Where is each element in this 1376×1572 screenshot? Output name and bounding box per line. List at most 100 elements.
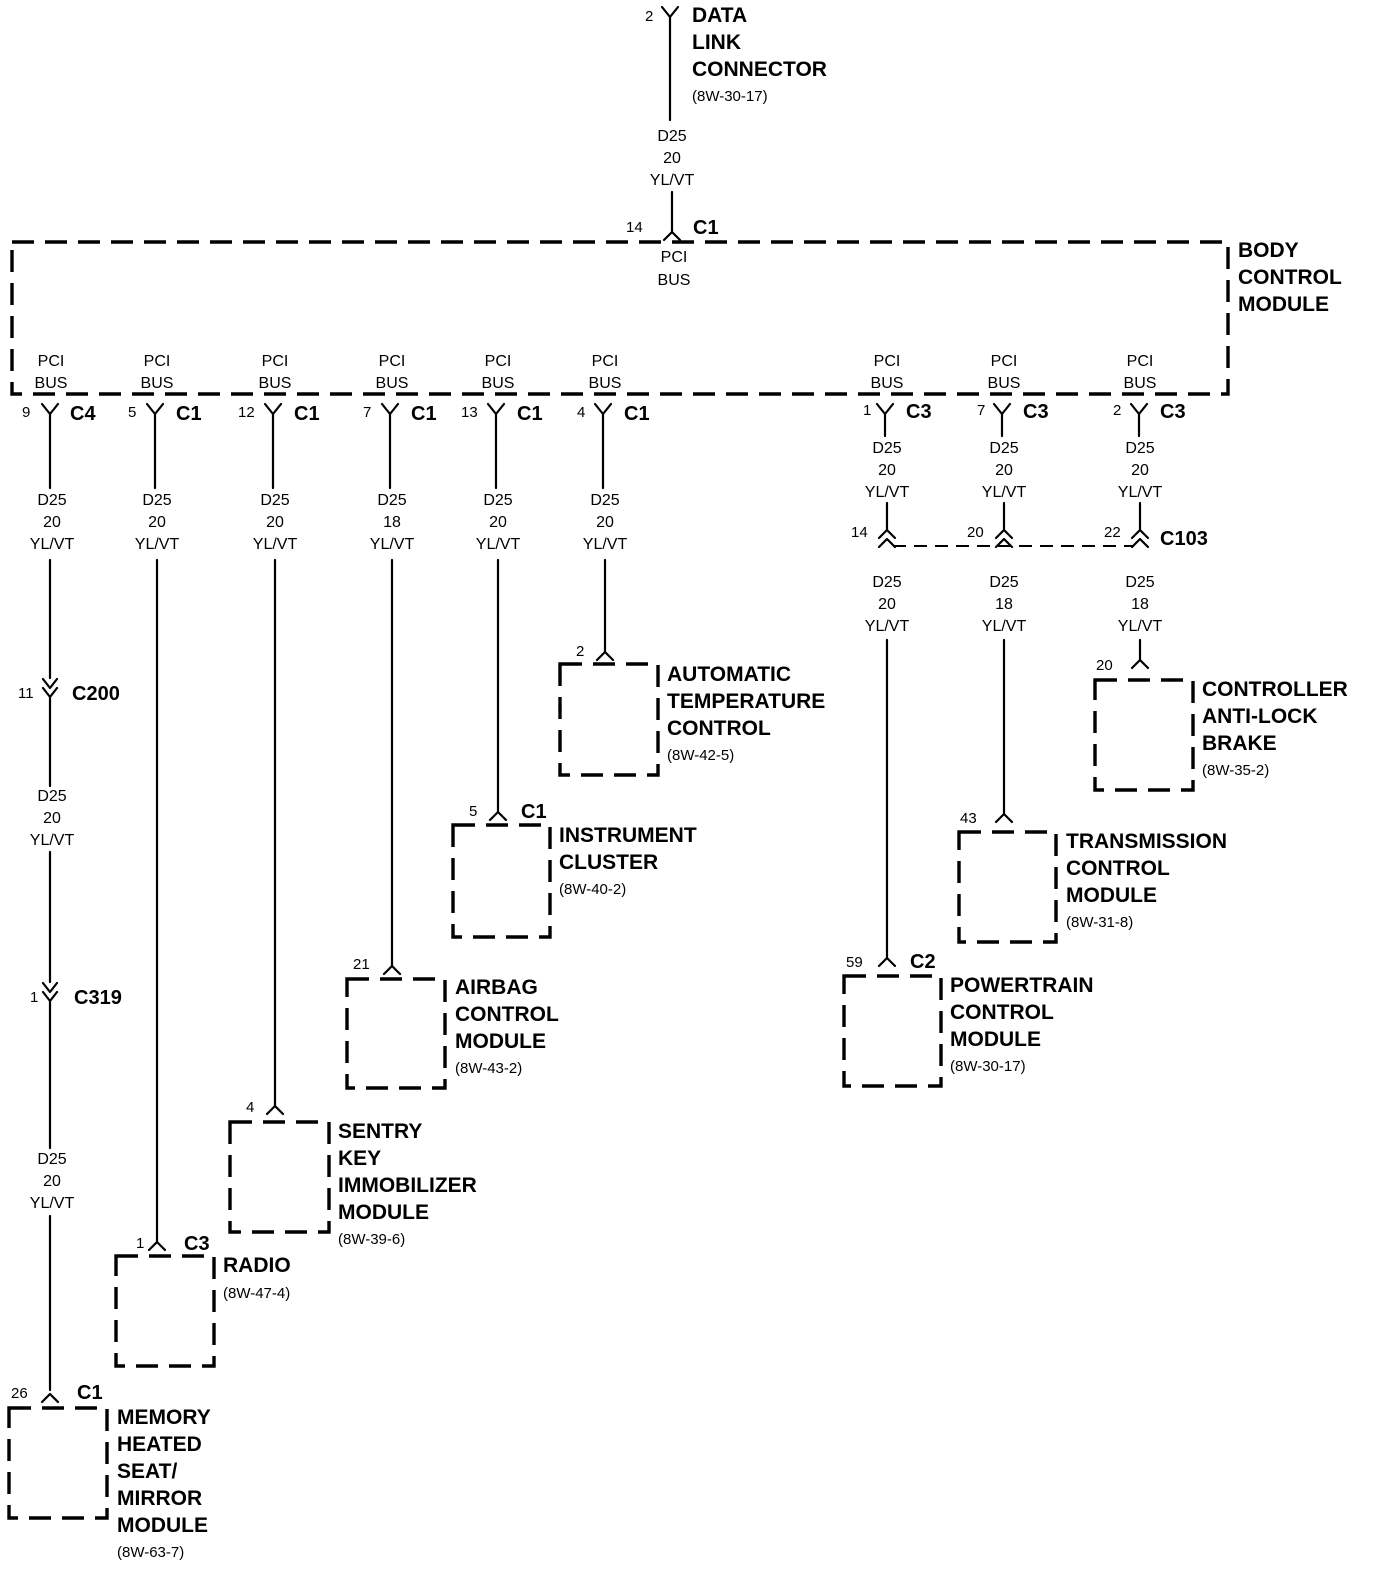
module-airbag-control: 21 AIRBAG CONTROL MODULE (8W-43-2) <box>345 956 559 1090</box>
wire-gauge: 20 <box>266 514 284 531</box>
connector-symbol <box>486 402 506 490</box>
bus-label-bus: BUS <box>376 375 409 392</box>
wire <box>994 638 1014 824</box>
wire-color: YL/VT <box>865 484 910 501</box>
connector-symbol <box>1129 402 1149 438</box>
wire-circuit: D25 <box>37 1151 66 1168</box>
wire-color: YL/VT <box>1118 484 1163 501</box>
wire-circuit: D25 <box>1125 440 1154 457</box>
wire-color: YL/VT <box>30 536 75 553</box>
connector-symbol <box>40 402 60 490</box>
module-pin: 1 <box>136 1235 144 1252</box>
module-controller-anti-lock-brake: 20 CONTROLLER ANTI-LOCK BRAKE (8W-35-2) <box>1093 657 1348 792</box>
wire-gauge: 18 <box>995 596 1013 613</box>
module-name-line-3: CONTROL <box>667 717 771 740</box>
bcm-output-c1-12: 12 C1 <box>238 402 320 490</box>
bcm-top-bus-label-1: PCI <box>661 249 688 266</box>
wire-circuit: D25 <box>989 440 1018 457</box>
bcm-output-c3-7: 7 C3 <box>977 401 1049 438</box>
wire-circuit: D25 <box>872 440 901 457</box>
c319-pin: 1 <box>30 989 38 1006</box>
dlc-name-line-3: CONNECTOR <box>692 58 827 81</box>
module-pin: 26 <box>11 1385 28 1402</box>
module-name-line-2: ANTI-LOCK <box>1202 705 1317 728</box>
module-ref: (8W-35-2) <box>1202 762 1269 779</box>
module-name-line-3: MODULE <box>1066 884 1157 907</box>
c103-name: C103 <box>1160 528 1208 550</box>
bcm-top-connector: C1 <box>693 217 719 239</box>
module-name-line-3: IMMOBILIZER <box>338 1174 477 1197</box>
module-outline <box>1093 678 1195 792</box>
wire-circuit: D25 <box>483 492 512 509</box>
connector-name: C3 <box>1160 401 1186 423</box>
module-name-line-1: CONTROLLER <box>1202 678 1348 701</box>
connector-name: C1 <box>624 403 650 425</box>
wire-gauge: 20 <box>43 810 61 827</box>
wire-gauge: 20 <box>1131 462 1149 479</box>
wire-gauge: 20 <box>43 514 61 531</box>
wire-circuit: D25 <box>37 788 66 805</box>
wire <box>40 1214 60 1404</box>
wire <box>382 558 402 976</box>
pin-number: 1 <box>863 402 871 419</box>
wire-color: YL/VT <box>253 536 298 553</box>
module-outline <box>451 823 552 939</box>
dlc-name-line-2: LINK <box>692 31 741 54</box>
module-outline <box>957 830 1058 944</box>
wire <box>265 558 285 1116</box>
bus-label-pci: PCI <box>38 353 65 370</box>
module-ref: (8W-42-5) <box>667 747 734 764</box>
c200-pin: 11 <box>18 685 34 702</box>
dlc-name-line-1: DATA <box>692 4 747 27</box>
c103-pin-20: 20 <box>967 524 984 541</box>
module-name-line-1: RADIO <box>223 1254 291 1277</box>
body-control-module: PCI BUS BODY CONTROL MODULE PCI BUS PCI … <box>10 239 1342 490</box>
connector-symbol <box>593 402 613 490</box>
module-ref: (8W-39-6) <box>338 1231 405 1248</box>
pin-number: 7 <box>977 402 985 419</box>
wire-gauge: 20 <box>995 462 1013 479</box>
module-automatic-temperature-control: 2 AUTOMATIC TEMPERATURE CONTROL (8W-42-5… <box>558 643 825 777</box>
bus-label-pci: PCI <box>1127 353 1154 370</box>
module-name-line-1: AUTOMATIC <box>667 663 791 686</box>
bus-label-bus: BUS <box>988 375 1021 392</box>
module-outline <box>7 1406 109 1520</box>
bcm-name-line-2: CONTROL <box>1238 266 1342 289</box>
wire-circuit: D25 <box>377 492 406 509</box>
dlc-wire-gauge: 20 <box>663 150 681 167</box>
bus-label-pci: PCI <box>379 353 406 370</box>
module-name-line-1: TRANSMISSION <box>1066 830 1227 853</box>
bus-label-bus: BUS <box>1124 375 1157 392</box>
bcm-outline <box>10 240 1230 396</box>
module-connector: C2 <box>910 951 936 973</box>
bcm-name-line-1: BODY <box>1238 239 1299 262</box>
module-pin: 20 <box>1096 657 1113 674</box>
wire-color: YL/VT <box>865 618 910 635</box>
module-outline <box>842 974 943 1088</box>
pin-number: 4 <box>577 404 585 421</box>
module-pin: 5 <box>469 803 477 820</box>
connector-symbol <box>875 402 895 438</box>
connector-name: C3 <box>906 401 932 423</box>
wire-color: YL/VT <box>370 536 415 553</box>
connector-name: C3 <box>1023 401 1049 423</box>
module-name-line-1: SENTRY <box>338 1120 422 1143</box>
connector-name: C1 <box>517 403 543 425</box>
wire-color: YL/VT <box>982 618 1027 635</box>
wire-labels: D25 20 YL/VT D25 20 YL/VT D25 20 YL/VT D… <box>30 440 1163 1212</box>
wire-gauge: 18 <box>383 514 401 531</box>
bcm-name-line-3: MODULE <box>1238 293 1329 316</box>
wire <box>488 558 508 822</box>
pin-number: 5 <box>128 404 136 421</box>
wire-color: YL/VT <box>583 536 628 553</box>
wire-gauge: 20 <box>148 514 166 531</box>
bcm-top-connector-symbol <box>662 190 682 242</box>
module-ref: (8W-31-8) <box>1066 914 1133 931</box>
pin-number: 2 <box>1113 402 1121 419</box>
bus-label-bus: BUS <box>589 375 622 392</box>
pin-number: 7 <box>363 404 371 421</box>
module-name-line-2: CONTROL <box>455 1003 559 1026</box>
wire-circuit: D25 <box>989 574 1018 591</box>
bus-label-pci: PCI <box>874 353 901 370</box>
